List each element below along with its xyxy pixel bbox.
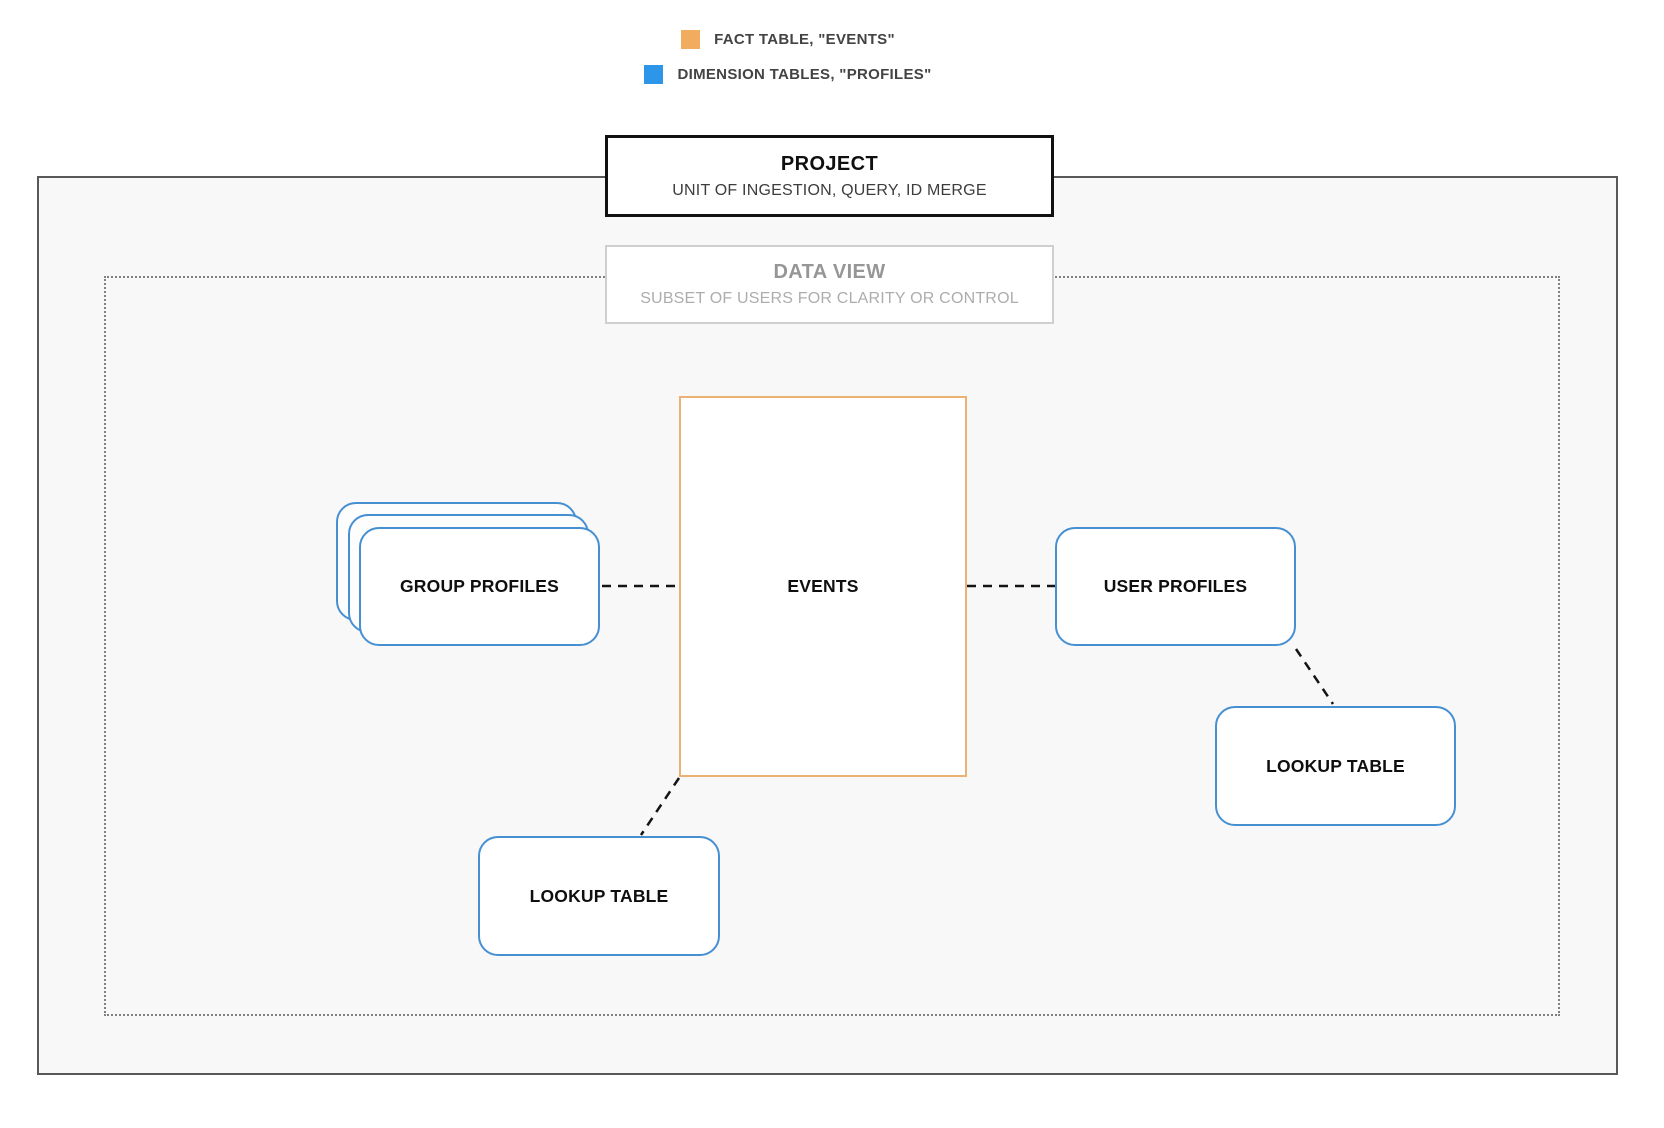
node-lookup-table-bottom: LOOKUP TABLE <box>478 836 720 956</box>
node-group-profiles: GROUP PROFILES <box>359 527 600 646</box>
fact-table-swatch-icon <box>681 30 701 49</box>
data-view-box: DATA VIEW SUBSET OF USERS FOR CLARITY OR… <box>605 245 1054 324</box>
legend-item-fact-table: FACT TABLE, "EVENTS" <box>681 30 895 49</box>
node-lookup-table-bottom-label: LOOKUP TABLE <box>529 885 669 906</box>
project-box: PROJECT UNIT OF INGESTION, QUERY, ID MER… <box>605 135 1054 217</box>
node-user-profiles-label: USER PROFILES <box>1103 576 1248 596</box>
node-group-profiles-label: GROUP PROFILES <box>399 576 560 596</box>
legend-label-dimension-tables: DIMENSION TABLES, "PROFILES" <box>677 66 932 83</box>
legend: FACT TABLE, "EVENTS" DIMENSION TABLES, "… <box>398 30 1178 84</box>
legend-item-dimension-tables: DIMENSION TABLES, "PROFILES" <box>644 65 931 84</box>
project-title: PROJECT <box>780 152 879 175</box>
dimension-tables-swatch-icon <box>644 65 664 84</box>
data-view-subtitle: SUBSET OF USERS FOR CLARITY OR CONTROL <box>640 290 1019 307</box>
node-lookup-table-right-label: LOOKUP TABLE <box>1266 755 1405 776</box>
node-user-profiles: USER PROFILES <box>1055 527 1296 646</box>
node-lookup-table-right: LOOKUP TABLE <box>1215 706 1456 826</box>
project-subtitle: UNIT OF INGESTION, QUERY, ID MERGE <box>672 181 987 199</box>
node-events: EVENTS <box>679 396 967 777</box>
node-events-label: EVENTS <box>787 576 859 596</box>
legend-label-fact-table: FACT TABLE, "EVENTS" <box>714 31 895 48</box>
data-view-title: DATA VIEW <box>773 261 886 283</box>
